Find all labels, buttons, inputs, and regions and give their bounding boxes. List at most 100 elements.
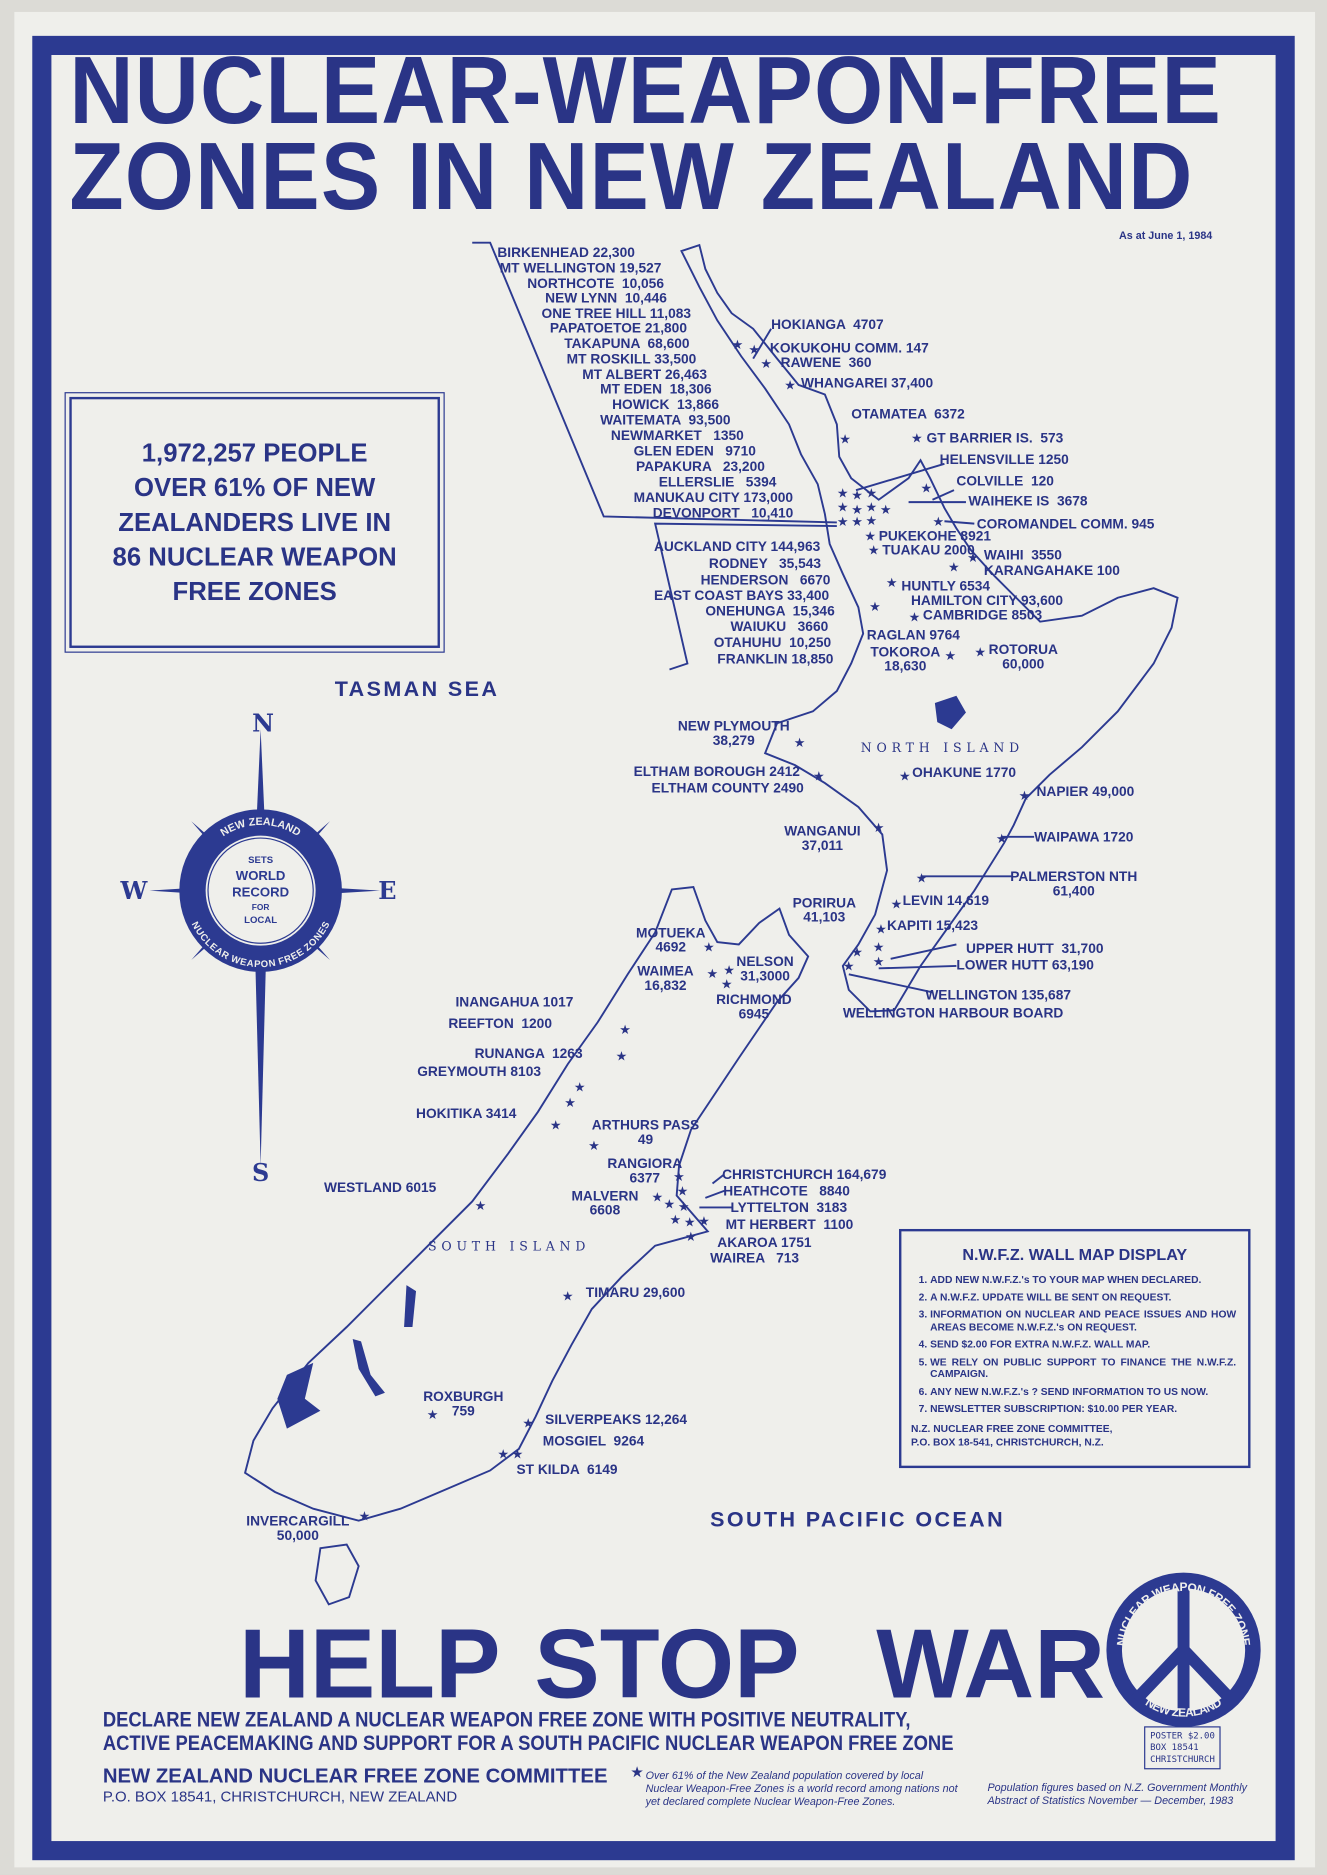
footer-committee: NEW ZEALAND NUCLEAR FREE ZONE COMMITTEE — [102, 1764, 608, 1788]
zone-label: ONEHUNGA 15,346 — [705, 604, 835, 620]
zone-label: ROXBURGH 759 — [423, 1390, 504, 1420]
compass-center-text: FOR — [252, 902, 270, 912]
nwfz-star-icon: ★ — [685, 1230, 697, 1245]
nwfz-star-icon: ★ — [588, 1139, 600, 1154]
zone-label: UPPER HUTT 31,700 — [965, 942, 1104, 957]
footnote: Over 61% of the New Zealand population c… — [645, 1769, 958, 1808]
declaration-line-1: DECLARE NEW ZEALAND A NUCLEAR WEAPON FRE… — [102, 1707, 911, 1732]
nwfz-star-icon: ★ — [974, 645, 987, 660]
zone-label: MT ROSKILL 33,500 — [566, 352, 697, 368]
nwfz-star-icon: ★ — [698, 1214, 710, 1229]
peace-logo: NUCLEAR WEAPON FREE ZONE NEW ZEALAND — [1106, 1572, 1261, 1727]
stats-line: 86 NUCLEAR WEAPON — [112, 542, 397, 571]
zone-label: PAPAKURA 23,200 — [636, 460, 765, 475]
nwfz-star-icon: ★ — [573, 1080, 586, 1096]
zone-label: NELSON 31,3000 — [736, 955, 794, 984]
zone-label: AKAROA 1751 — [717, 1236, 812, 1251]
zone-label: EAST COAST BAYS 33,400 — [653, 589, 830, 604]
zone-label: MT WELLINGTON 19,527 — [499, 261, 662, 277]
zone-label: NORTHCOTE 10,056 — [527, 277, 664, 292]
zone-label: WAIREA 713 — [710, 1251, 800, 1267]
footnote-star-icon: ★ — [631, 1765, 644, 1781]
nwfz-star-icon: ★ — [683, 1215, 696, 1231]
stats-line: ZEALANDERS LIVE IN — [118, 507, 392, 537]
zone-label: REEFTON 1200 — [448, 1017, 552, 1032]
nwfz-star-icon: ★ — [784, 378, 797, 394]
auckland-lower-bracket — [653, 522, 837, 671]
zone-label: MANUKAU CITY 173,000 — [633, 491, 794, 506]
leader-line — [890, 943, 957, 960]
nwfz-star-icon: ★ — [677, 1200, 690, 1215]
zone-label: TOKOROA 18,630 — [870, 645, 941, 675]
nwfz-star-icon: ★ — [522, 1416, 535, 1432]
compass-east: E — [378, 877, 396, 905]
compass-west: W — [119, 877, 148, 905]
nwfz-star-icon: ★ — [748, 343, 761, 358]
leader-line — [699, 1174, 732, 1209]
zone-label: BIRKENHEAD 22,300 — [497, 246, 635, 261]
zone-label: MALVERN 6608 — [571, 1189, 639, 1219]
leader-line — [944, 520, 975, 525]
zone-label: WANGANUI 37,011 — [784, 824, 861, 854]
zone-label: HENDERSON 6670 — [700, 573, 831, 589]
leader-line — [932, 489, 955, 501]
zone-label: ELTHAM BOROUGH 2412 — [633, 765, 800, 780]
zone-label: PAPATOETOE 21,800 — [549, 321, 687, 336]
zone-label: WAIMEA 16,832 — [637, 964, 694, 994]
nwfz-star-icon: ★ — [851, 945, 864, 960]
leader-line — [848, 973, 933, 994]
zone-label: TIMARU 29,600 — [585, 1286, 686, 1301]
wall-map-item: SEND $2.00 FOR EXTRA N.W.F.Z. WALL MAP. — [930, 1338, 1236, 1351]
nwfz-star-icon: ★ — [358, 1509, 371, 1525]
zone-label: ELTHAM COUNTY 2490 — [651, 781, 804, 797]
zone-label: NEW LYNN 10,446 — [545, 291, 667, 307]
tasman-sea-label: TASMAN SEA — [334, 676, 500, 701]
nwfz-star-icon: ★ — [793, 736, 806, 751]
nwfz-star-icon: ★ — [867, 543, 880, 559]
nwfz-star-icon: ★ — [549, 1118, 562, 1134]
zone-label: LYTTELTON 3183 — [730, 1201, 848, 1216]
zone-label: HELENSVILLE 1250 — [939, 453, 1069, 468]
leader-line — [752, 328, 772, 360]
lakes — [277, 695, 966, 1429]
compass-north: N — [252, 710, 274, 738]
zone-label: MOTUEKA 4692 — [636, 926, 706, 956]
zone-label: WHANGAREI 37,400 — [800, 376, 934, 391]
nwfz-star-icon: ★ — [908, 610, 921, 626]
zone-label: WESTLAND 6015 — [323, 1181, 437, 1196]
wall-map-item: NEWSLETTER SUBSCRIPTION: $10.00 PER YEAR… — [930, 1402, 1236, 1415]
footer-address: P.O. BOX 18541, CHRISTCHURCH, NEW ZEALAN… — [102, 1788, 458, 1806]
nwfz-star-icon: ★ — [663, 1197, 676, 1213]
nwfz-star-icon: ★ — [836, 515, 849, 530]
zone-label: GLEN EDEN 9710 — [633, 444, 756, 460]
nwfz-star-icon: ★ — [619, 1023, 632, 1038]
north-island-outline — [680, 243, 1179, 1013]
wall-map-address-2: P.O. BOX 18-541, CHRISTCHURCH, N.Z. — [910, 1435, 1104, 1448]
nwfz-star-icon: ★ — [731, 338, 744, 353]
zone-label: ROTORUA 60,000 — [988, 643, 1058, 672]
north-island-label: NORTH ISLAND — [860, 741, 1024, 756]
nwfz-star-icon: ★ — [511, 1447, 524, 1463]
zone-label: TAKAPUNA 68,600 — [564, 337, 690, 352]
zone-label: WAIHEKE IS 3678 — [968, 494, 1088, 510]
stats-line: FREE ZONES — [172, 576, 337, 606]
zone-label: RUNANGA 1263 — [474, 1047, 583, 1062]
zone-label: WELLINGTON HARBOUR BOARD — [842, 1006, 1064, 1021]
zone-label: GT BARRIER IS. 573 — [926, 431, 1064, 446]
zone-label: NAPIER 49,000 — [1036, 785, 1135, 800]
slogan-help: HELP — [239, 1610, 501, 1720]
zone-label: CAMBRIDGE 8503 — [922, 608, 1043, 623]
zone-label: MT HERBERT 1100 — [725, 1218, 854, 1233]
nwfz-star-icon: ★ — [673, 1170, 685, 1185]
title-line-1: NUCLEAR-WEAPON-FREE — [69, 37, 1222, 144]
nwfz-star-icon: ★ — [836, 486, 849, 501]
nwfz-star-icon: ★ — [865, 514, 878, 529]
nwfz-star-icon: ★ — [899, 769, 911, 785]
nwfz-star-icon: ★ — [723, 963, 736, 978]
zone-label: COLVILLE 120 — [956, 474, 1054, 489]
zone-label: FRANKLIN 18,850 — [717, 652, 834, 668]
zone-label: WAITEMATA 93,500 — [600, 413, 731, 428]
nwfz-star-icon: ★ — [864, 529, 877, 544]
zone-label: AUCKLAND CITY 144,963 — [653, 540, 821, 555]
nwfz-star-icon: ★ — [851, 503, 864, 518]
